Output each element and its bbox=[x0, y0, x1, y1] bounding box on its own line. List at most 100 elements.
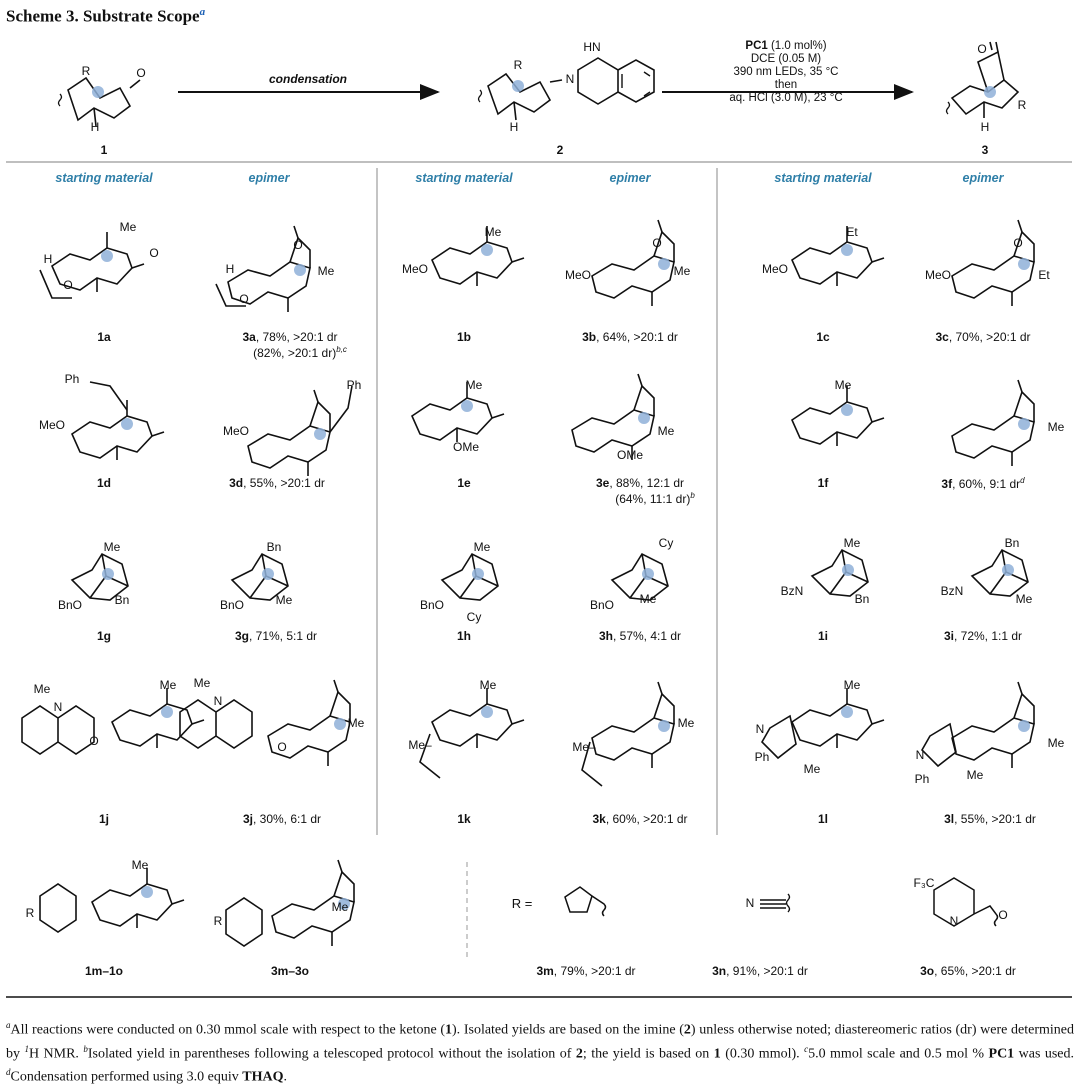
atom-me-3j: Me bbox=[347, 716, 365, 730]
atom-bzn-1i: BzN bbox=[780, 584, 804, 598]
col-header-4: epimer bbox=[609, 171, 651, 185]
footnotes: aAll reactions were conducted on 0.30 mm… bbox=[6, 1020, 1075, 1085]
atom-meo-1c: MeO bbox=[761, 262, 789, 276]
label-3c: 3c, 70%, >20:1 dr bbox=[935, 330, 1031, 344]
col-header-2: epimer bbox=[248, 171, 290, 185]
atom-label-o: O bbox=[136, 66, 146, 80]
label-1e: 1e bbox=[457, 476, 471, 490]
atom-h-1a: H bbox=[43, 252, 53, 266]
label-3n: 3n, 91%, >20:1 dr bbox=[712, 964, 808, 978]
atom-et-1c: Et bbox=[846, 225, 858, 239]
structure-row-4 bbox=[21, 679, 1035, 787]
atom-me-3g: Me bbox=[275, 593, 293, 607]
condensation-label: condensation bbox=[268, 72, 348, 86]
compound-1: 1 bbox=[100, 143, 108, 157]
label-3f: 3f, 60%, 9:1 drd bbox=[941, 476, 1025, 491]
structure-row-5 bbox=[39, 859, 999, 947]
atom-n-1l: N bbox=[755, 722, 765, 736]
atom-o-1a: O bbox=[149, 246, 159, 260]
atom-me-1h: Me bbox=[473, 540, 491, 554]
atom-me-1k: Me bbox=[479, 678, 497, 692]
atom-me-3a: Me bbox=[317, 264, 335, 278]
atom-meo-1d: MeO bbox=[38, 418, 66, 432]
atom-bno-3g: BnO bbox=[219, 598, 245, 612]
atom-bzn-3i: BzN bbox=[940, 584, 964, 598]
r-equals: R = bbox=[511, 896, 533, 911]
atom-men-1k: Me– bbox=[408, 738, 432, 752]
scheme-title: Scheme 3. Substrate Scopea bbox=[6, 6, 206, 26]
label-3m: 3m, 79%, >20:1 dr bbox=[536, 964, 636, 978]
atom-me-3h: Me bbox=[639, 592, 657, 606]
atom-ph-1d: Ph bbox=[64, 372, 80, 386]
atom-ph-3d: Ph bbox=[346, 378, 362, 392]
atom-me-3f: Me bbox=[1047, 420, 1065, 434]
atom-ome-3e: OMe bbox=[616, 448, 644, 462]
label-3i: 3i, 72%, 1:1 dr bbox=[943, 629, 1023, 643]
atom-o2-1a: O bbox=[63, 278, 73, 292]
compound-3: 3 bbox=[981, 143, 989, 157]
atom-label-h: H bbox=[90, 120, 100, 134]
atom-me-1f: Me bbox=[834, 378, 852, 392]
atom-me-3i: Me bbox=[1015, 592, 1033, 606]
atom-ph-1l: Ph bbox=[754, 750, 770, 764]
atom-label-h3: H bbox=[980, 120, 990, 134]
label-3a: 3a, 78%, >20:1 dr bbox=[242, 330, 338, 344]
atom-me-1b: Me bbox=[484, 225, 502, 239]
label-1d: 1d bbox=[96, 476, 112, 490]
label-1c: 1c bbox=[816, 330, 830, 344]
col-header-6: epimer bbox=[962, 171, 1004, 185]
atom-label-o3: O bbox=[977, 42, 987, 56]
atom-bn-1g: Bn bbox=[114, 593, 130, 607]
atom-n-1j: N bbox=[53, 700, 63, 714]
label-1l: 1l bbox=[817, 812, 829, 826]
atom-me-1i: Me bbox=[843, 536, 861, 550]
col-header-5: starting material bbox=[774, 171, 872, 185]
label-1k: 1k bbox=[457, 812, 471, 826]
atom-n-3l: N bbox=[915, 748, 925, 762]
atom-me-1a: Me bbox=[119, 220, 137, 234]
atom-bno-1h: BnO bbox=[419, 598, 445, 612]
label-3m-3o: 3m–3o bbox=[270, 964, 310, 978]
atom-label-r: R bbox=[81, 64, 91, 78]
col-header-3: starting material bbox=[415, 171, 513, 185]
atom-me-1e: Me bbox=[465, 378, 483, 392]
atom-o2-3a: O bbox=[239, 292, 249, 306]
atom-bno-1g: BnO bbox=[57, 598, 83, 612]
atom-me-3l: Me bbox=[1047, 736, 1065, 750]
label-3b: 3b, 64%, >20:1 dr bbox=[582, 330, 678, 344]
label-1m-1o: 1m–1o bbox=[84, 964, 124, 978]
label-3a-extra: (82%, >20:1 dr)b,c bbox=[253, 345, 347, 360]
atom-me-3m: Me bbox=[331, 900, 349, 914]
atom-label-r2: R bbox=[513, 58, 523, 72]
atom-meo-1b: MeO bbox=[401, 262, 429, 276]
atom-me-1j-q: Me bbox=[33, 682, 51, 696]
atom-ome-1e: OMe bbox=[452, 440, 480, 454]
atom-o-3b: O bbox=[652, 236, 662, 250]
atom-cy-3h: Cy bbox=[658, 536, 674, 550]
atom-label-r3: R bbox=[1017, 98, 1027, 112]
label-1j: 1j bbox=[98, 812, 110, 826]
atom-o-3a: O bbox=[293, 238, 303, 252]
atom-label-hn: HN bbox=[583, 40, 601, 54]
atom-o-3c: O bbox=[1013, 236, 1023, 250]
atom-bno-3h: BnO bbox=[589, 598, 615, 612]
atom-n-3j: N bbox=[213, 694, 223, 708]
label-1a: 1a bbox=[97, 330, 111, 344]
label-3h: 3h, 57%, 4:1 dr bbox=[598, 629, 682, 643]
atom-me-1m: Me bbox=[131, 858, 149, 872]
atom-o-3o: O bbox=[998, 908, 1008, 922]
atom-bn-3i: Bn bbox=[1004, 536, 1020, 550]
scheme-header bbox=[57, 41, 1020, 127]
atom-me-3b: Me bbox=[673, 264, 691, 278]
atom-label-h2: H bbox=[509, 120, 519, 134]
label-1f: 1f bbox=[817, 476, 829, 490]
label-3k: 3k, 60%, >20:1 dr bbox=[592, 812, 688, 826]
label-3d: 3d, 55%, >20:1 dr bbox=[229, 476, 325, 490]
label-1g: 1g bbox=[96, 629, 112, 643]
atom-me-3e: Me bbox=[657, 424, 675, 438]
atom-o-1j: O bbox=[89, 734, 99, 748]
atom-me-3k: Me bbox=[677, 716, 695, 730]
label-1i: 1i bbox=[817, 629, 829, 643]
atom-me-1l: Me bbox=[843, 678, 861, 692]
